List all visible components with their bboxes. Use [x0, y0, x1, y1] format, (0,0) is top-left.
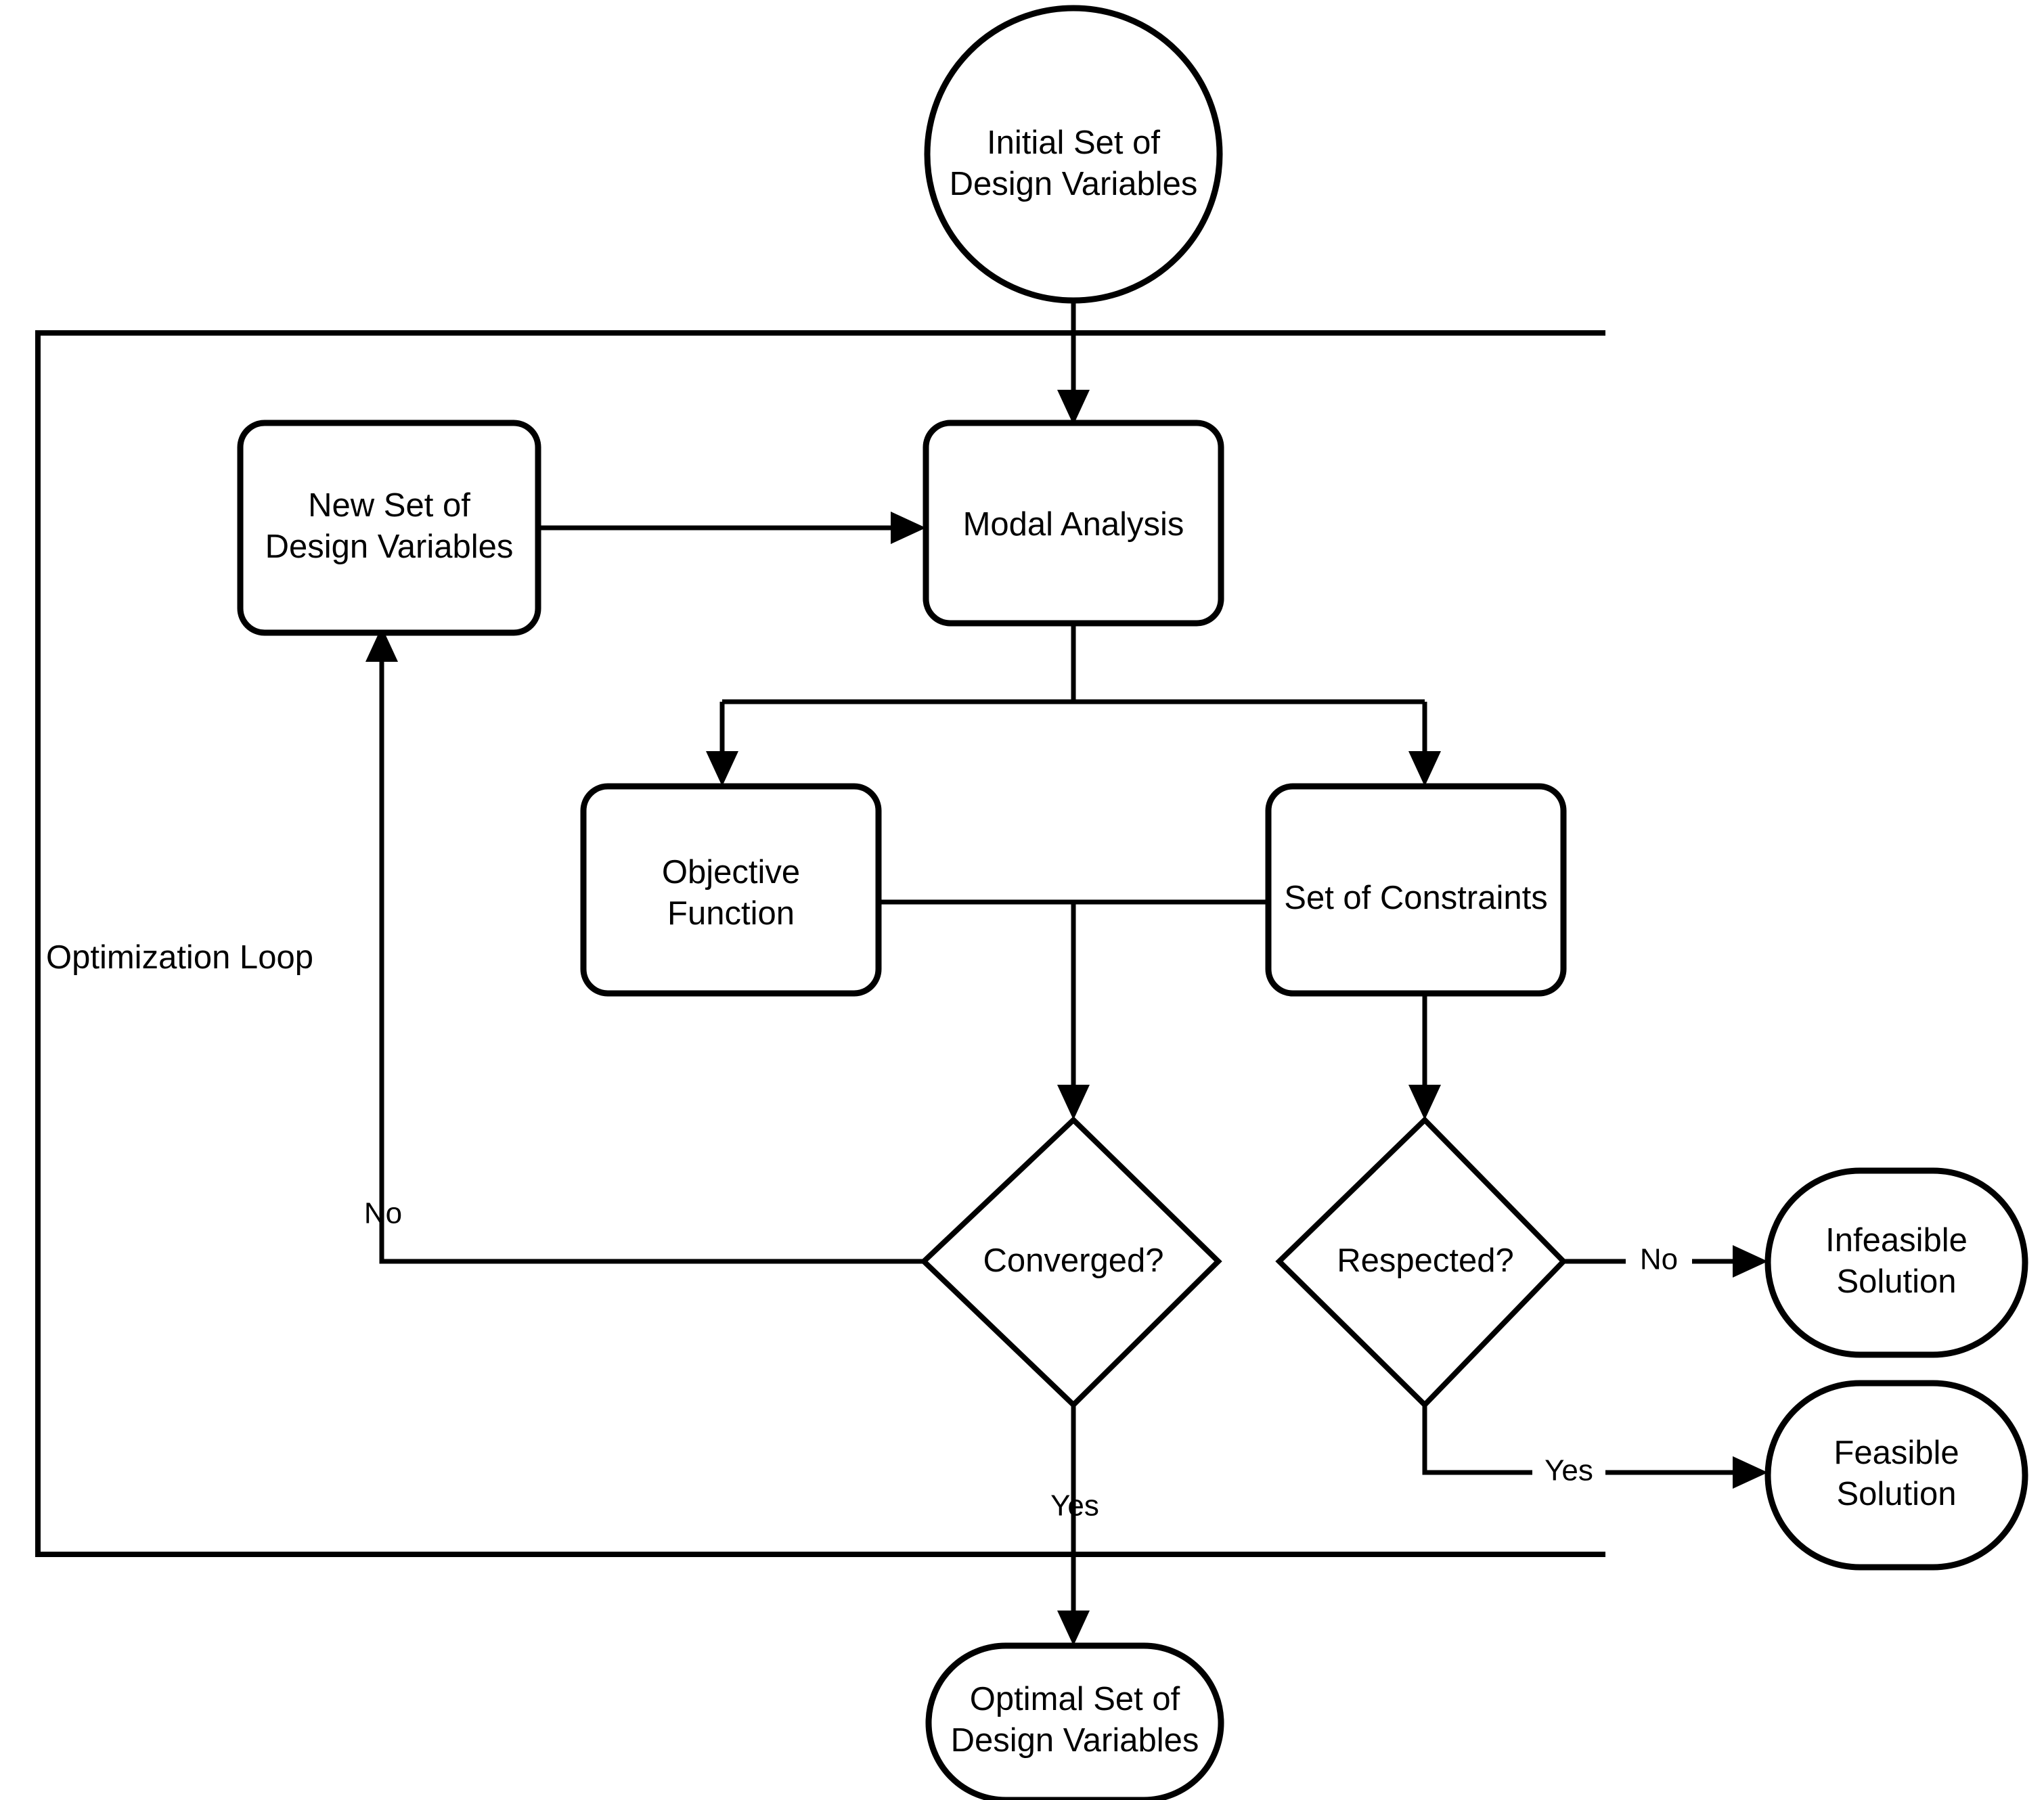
- node-new-set-of-design-variables[interactable]: New Set of Design Variables: [237, 420, 541, 636]
- infeasible-solution-label-line2: Solution: [1836, 1263, 1956, 1300]
- edge-label-converged-no: No: [364, 1197, 402, 1230]
- optimal-set-stadium-shape: [925, 1642, 1224, 1800]
- objective-function-label-line1: Objective: [662, 854, 800, 891]
- modal-analysis-label: Modal Analysis: [963, 506, 1184, 543]
- arrowhead-converged-no-loopback: [365, 627, 398, 662]
- edge-label-converged-yes: Yes: [1050, 1489, 1099, 1523]
- arrowhead-split-to-constraints: [1408, 751, 1441, 786]
- edge-respected-yes-to-feasible: [1422, 1405, 1746, 1475]
- optimization-loop-border: [35, 330, 1605, 1557]
- converged-label: Converged?: [983, 1242, 1164, 1279]
- edge-label-backdrop-respected-yes: [1532, 1452, 1605, 1493]
- node-feasible-solution[interactable]: Feasible Solution: [1764, 1380, 2028, 1571]
- arrowhead-converged-yes-to-optimal: [1057, 1611, 1090, 1646]
- edge-converged-no-loopback: [379, 650, 924, 1264]
- arrowhead-constraints-to-respected: [1408, 1085, 1441, 1120]
- edge-label-respected-no: No: [1640, 1243, 1678, 1276]
- arrowhead-newset-to-modal: [891, 512, 926, 544]
- edge-label-respected-yes: Yes: [1545, 1454, 1593, 1487]
- feasible-solution-stadium-shape: [1764, 1380, 2028, 1571]
- optimization-loop-label: Optimization Loop: [46, 939, 313, 976]
- optimization-loop-container: Optimization Loop: [35, 330, 1605, 1557]
- arrowhead-initial-to-modal: [1057, 390, 1090, 425]
- respected-diamond-shape: [1275, 1116, 1568, 1409]
- optimal-set-label-line2: Design Variables: [951, 1722, 1199, 1759]
- respected-label: Respected?: [1337, 1242, 1514, 1279]
- feasible-solution-label-line2: Solution: [1836, 1476, 1956, 1512]
- set-of-constraints-rect-shape: [1265, 783, 1567, 997]
- feasible-solution-label-line1: Feasible: [1834, 1435, 1959, 1471]
- edge-label-backdrop-respected-no: [1626, 1241, 1692, 1282]
- objective-function-rect-shape: [580, 783, 882, 997]
- initial-set-circle-shape: [924, 5, 1223, 304]
- infeasible-solution-stadium-shape: [1764, 1167, 2028, 1358]
- optimal-set-label-line1: Optimal Set of: [970, 1681, 1180, 1717]
- node-initial-set-of-design-variables[interactable]: Initial Set of Design Variables: [924, 5, 1223, 304]
- objective-function-label-line2: Function: [667, 895, 795, 932]
- new-set-label-line2: Design Variables: [265, 528, 514, 565]
- node-converged-decision[interactable]: Converged?: [920, 1116, 1222, 1409]
- arrowhead-respected-no-to-infeasible: [1733, 1245, 1768, 1278]
- initial-set-label-line1: Initial Set of: [987, 125, 1160, 161]
- modal-analysis-rect-shape: [923, 420, 1224, 627]
- node-set-of-constraints[interactable]: Set of Constraints: [1265, 783, 1567, 997]
- infeasible-solution-label-line1: Infeasible: [1825, 1222, 1968, 1259]
- node-optimal-set-of-design-variables[interactable]: Optimal Set of Design Variables: [925, 1642, 1224, 1800]
- new-set-label-line1: New Set of: [308, 487, 470, 524]
- node-modal-analysis[interactable]: Modal Analysis: [923, 420, 1224, 627]
- arrowhead-split-to-objective: [706, 751, 738, 786]
- initial-set-label-line2: Design Variables: [950, 166, 1198, 202]
- edge-layer: No Yes No Yes: [364, 303, 1768, 1646]
- arrowhead-merge-to-converged: [1057, 1085, 1090, 1120]
- node-respected-decision[interactable]: Respected?: [1275, 1116, 1568, 1409]
- set-of-constraints-label: Set of Constraints: [1284, 880, 1547, 916]
- new-set-rect-shape: [237, 420, 541, 636]
- converged-diamond-shape: [920, 1116, 1222, 1409]
- node-objective-function[interactable]: Objective Function: [580, 783, 882, 997]
- node-infeasible-solution[interactable]: Infeasible Solution: [1764, 1167, 2028, 1358]
- arrowhead-respected-yes-to-feasible: [1733, 1456, 1768, 1489]
